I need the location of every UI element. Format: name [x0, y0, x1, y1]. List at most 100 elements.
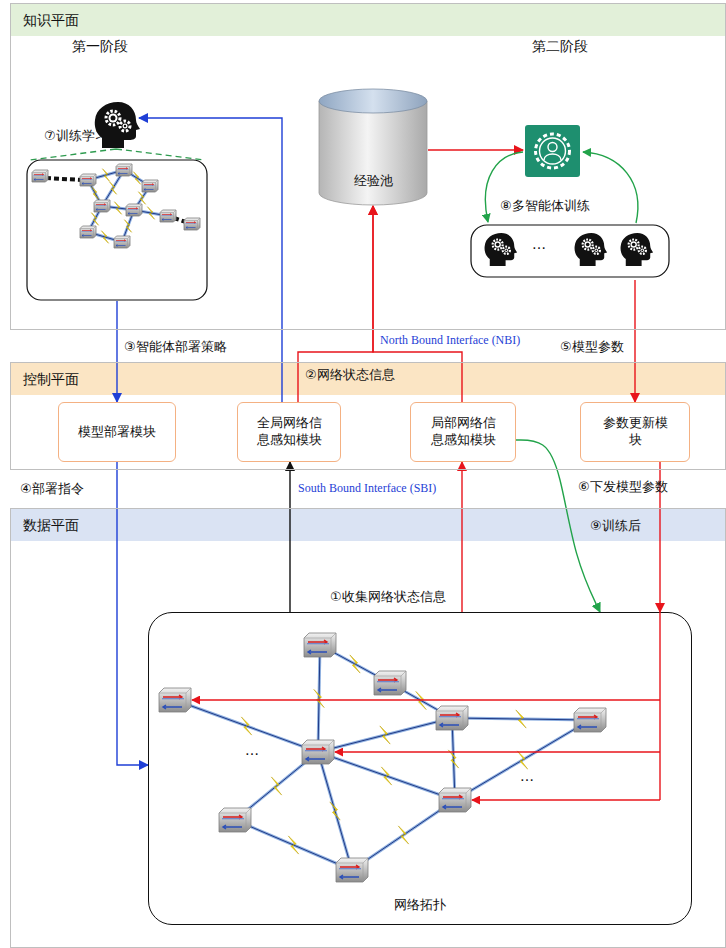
drawing-path — [160, 210, 176, 222]
multi-agent-icon — [525, 125, 580, 177]
stage-title: 第二阶段 — [532, 38, 588, 55]
drawing-path — [80, 174, 96, 186]
drawing-path — [82, 178, 92, 180]
drawing-path — [398, 826, 408, 844]
switch-icon — [219, 808, 251, 832]
drawing-path — [314, 689, 324, 707]
switch-icon — [304, 633, 336, 657]
drawing-rect — [305, 750, 327, 751]
drawing-circle — [496, 243, 500, 247]
drawing-path — [350, 655, 360, 673]
drawing-circle — [540, 138, 566, 164]
network-link — [318, 752, 352, 870]
drawing-line — [318, 752, 352, 870]
plane-title: 控制平面 — [23, 370, 79, 388]
drawing-path — [114, 236, 130, 248]
drawing-circle — [632, 243, 636, 247]
drawing-path — [544, 154, 561, 160]
drawing-rect — [34, 175, 45, 177]
switch-icon — [436, 706, 468, 730]
drawing-path — [163, 705, 182, 709]
drawing-path — [336, 858, 368, 882]
drawing-path — [91, 187, 98, 200]
drawing-circle — [641, 248, 645, 252]
ellipsis: … — [245, 742, 259, 759]
drawing-rect — [144, 185, 155, 187]
switch-icon — [336, 858, 368, 882]
drawing-path — [304, 633, 336, 657]
drawing-rect — [439, 716, 461, 717]
plane-header-strip — [11, 363, 725, 395]
drawing-line — [318, 752, 352, 870]
switch-icon — [159, 688, 191, 712]
drawing-circle — [111, 116, 116, 121]
environment-box — [27, 160, 207, 300]
drawing-rect — [377, 681, 399, 682]
drawing-group — [159, 633, 606, 882]
drawing-path — [160, 210, 176, 222]
drawing-path — [128, 213, 138, 215]
drawing-rect — [82, 231, 93, 233]
drawing-path — [32, 170, 48, 182]
flow-connector — [516, 440, 600, 612]
drawing-circle — [641, 249, 643, 251]
step-label: ①收集网络状态信息 — [330, 589, 446, 605]
step-label: ④部署指令 — [20, 481, 84, 497]
drawing-path — [116, 245, 126, 247]
topology-box: 网络拓扑 — [148, 612, 692, 925]
drawing-path — [101, 231, 108, 244]
network-link — [452, 710, 590, 728]
feedback-arrow — [583, 152, 638, 223]
drawing-rect — [577, 718, 599, 719]
drawing-circle — [505, 249, 507, 251]
drawing-path — [219, 808, 251, 832]
node-label: ⑦训练学习 — [44, 128, 108, 145]
drawing-path — [306, 757, 325, 761]
drawing-circle — [586, 243, 590, 247]
drawing-path — [116, 164, 132, 176]
switch-icon — [80, 226, 96, 238]
experience-pool-cylinder — [318, 88, 428, 206]
drawing-path — [102, 169, 109, 182]
drawing-line — [472, 799, 660, 800]
network-link — [235, 820, 352, 870]
dashed-bracket — [29, 149, 205, 160]
drawing-path — [186, 222, 196, 224]
drawing-path — [118, 173, 128, 175]
drawing-path — [575, 233, 608, 266]
drawing-path — [126, 204, 142, 216]
drawing-path — [91, 213, 98, 226]
plane-header-strip — [11, 509, 725, 541]
drawing-path — [162, 219, 172, 221]
drawing-path — [439, 788, 471, 812]
drawing-circle — [595, 248, 599, 252]
flow-connector — [289, 462, 290, 612]
switch-icon — [94, 200, 110, 212]
flow-connector — [634, 280, 635, 402]
node-label: ⑧多智能体训练 — [500, 198, 590, 215]
drawing-path — [80, 174, 96, 186]
drawing-circle — [493, 239, 503, 249]
drawing-path — [436, 706, 468, 730]
module-box: 全局网络信息感知模块 — [237, 402, 341, 462]
stage-group: ⑦训练学习 — [26, 100, 208, 301]
module-box: 参数更新模块 — [580, 402, 690, 462]
ellipsis: … — [520, 768, 534, 785]
drawing-rect — [128, 209, 139, 211]
drawing-rect — [162, 698, 184, 699]
drawing-rect — [96, 205, 107, 207]
flow-connector — [428, 149, 523, 150]
drawing-path — [223, 825, 242, 829]
switch-icon — [374, 671, 406, 695]
interface-label: North Bound Interface (NBI) — [380, 333, 520, 347]
drawing-path — [128, 208, 138, 210]
drawing-path — [319, 101, 427, 205]
drawing-path — [302, 740, 334, 764]
drawing-rect — [162, 215, 173, 217]
plane-header-strip — [11, 4, 725, 36]
drawing-path — [94, 200, 110, 212]
drawing-line — [455, 720, 590, 800]
stage-group: ⑧多智能体训练 — [470, 122, 670, 280]
drawing-rect — [525, 125, 580, 177]
